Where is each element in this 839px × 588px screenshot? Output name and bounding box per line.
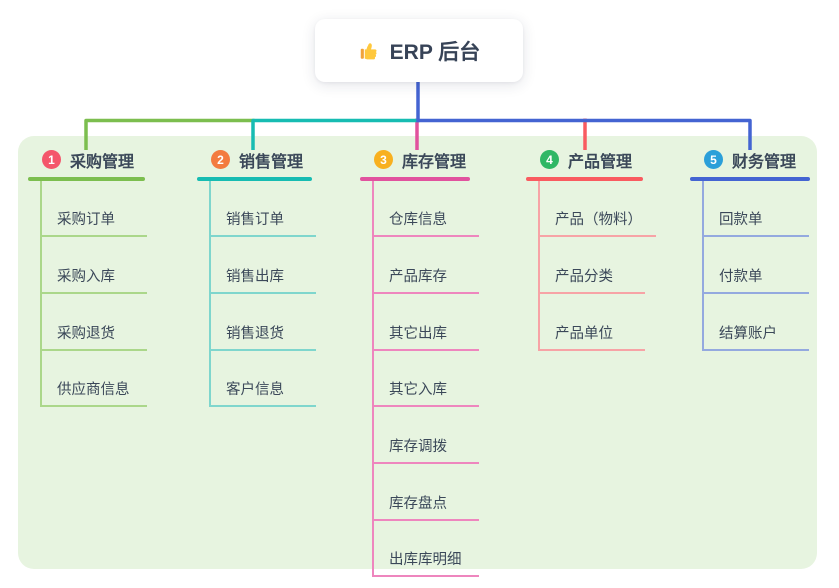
branch-item[interactable]: 库存盘点 bbox=[372, 464, 479, 521]
branch-item[interactable]: 采购退货 bbox=[40, 294, 147, 351]
branch-item[interactable]: 付款单 bbox=[702, 237, 809, 294]
branch-vertical-line bbox=[702, 180, 704, 351]
branch-item[interactable]: 客户信息 bbox=[209, 351, 316, 408]
branch-item[interactable]: 其它出库 bbox=[372, 294, 479, 351]
branch-item-label: 采购入库 bbox=[57, 268, 115, 285]
branch-header-5[interactable]: 5 财务管理 bbox=[690, 146, 810, 173]
branch-number-badge: 3 bbox=[374, 150, 393, 169]
branch-2: 2 销售管理销售订单销售出库销售退货客户信息 bbox=[197, 146, 316, 408]
branch-item[interactable]: 其它入库 bbox=[372, 351, 479, 408]
branch-5: 5 财务管理回款单付款单结算账户 bbox=[690, 146, 810, 351]
branch-item-label: 销售订单 bbox=[226, 212, 284, 229]
branch-item-label: 仓库信息 bbox=[389, 212, 447, 229]
branch-underline bbox=[526, 177, 643, 181]
branch-number-badge: 4 bbox=[540, 150, 559, 169]
branch-items: 采购订单采购入库采购退货供应商信息 bbox=[28, 180, 147, 408]
branch-item-label: 销售出库 bbox=[226, 268, 284, 285]
branch-item-label: 库存调拨 bbox=[389, 438, 447, 455]
branch-number-badge: 5 bbox=[704, 150, 723, 169]
background-panel bbox=[18, 136, 817, 569]
branch-item[interactable]: 产品（物料） bbox=[538, 181, 656, 238]
branch-item-label: 产品单位 bbox=[555, 325, 613, 342]
branch-item[interactable]: 出库库明细 bbox=[372, 521, 479, 578]
branch-vertical-line bbox=[372, 180, 374, 578]
branch-underline bbox=[690, 177, 810, 181]
branch-item-label: 产品（物料） bbox=[555, 212, 642, 229]
branch-item[interactable]: 仓库信息 bbox=[372, 181, 479, 238]
branch-number-badge: 1 bbox=[42, 150, 61, 169]
branch-1: 1 采购管理采购订单采购入库采购退货供应商信息 bbox=[28, 146, 147, 408]
branch-label: 库存管理 bbox=[402, 153, 467, 171]
branch-item[interactable]: 采购订单 bbox=[40, 181, 147, 238]
root-title: ERP 后台 bbox=[389, 40, 481, 64]
branch-item[interactable]: 销售订单 bbox=[209, 181, 316, 238]
branch-vertical-line bbox=[538, 180, 540, 351]
branch-item[interactable]: 销售退货 bbox=[209, 294, 316, 351]
branch-item-label: 付款单 bbox=[719, 268, 763, 285]
branch-vertical-line bbox=[40, 180, 42, 408]
branch-item-label: 采购订单 bbox=[57, 212, 115, 229]
branch-underline bbox=[197, 177, 312, 181]
thumbs-up-icon bbox=[360, 42, 377, 59]
branch-header-2[interactable]: 2 销售管理 bbox=[197, 146, 316, 173]
branch-items: 产品（物料） 产品分类产品单位 bbox=[526, 180, 656, 351]
branch-3: 3 库存管理仓库信息产品库存其它出库其它入库库存调拨库存盘点出库库明细 bbox=[360, 146, 479, 578]
branch-item-label: 回款单 bbox=[719, 212, 763, 229]
branch-items: 仓库信息产品库存其它出库其它入库库存调拨库存盘点出库库明细 bbox=[360, 180, 479, 578]
branch-items: 销售订单销售出库销售退货客户信息 bbox=[197, 180, 316, 408]
branch-vertical-line bbox=[209, 180, 211, 408]
branch-item[interactable]: 产品单位 bbox=[538, 294, 645, 351]
branch-underline bbox=[28, 177, 145, 181]
branch-item-label: 采购退货 bbox=[57, 325, 115, 342]
branch-label: 采购管理 bbox=[70, 153, 135, 171]
branch-number-badge: 2 bbox=[211, 150, 230, 169]
root-node-erp[interactable]: ERP 后台 bbox=[315, 19, 523, 82]
branch-4: 4 产品管理产品（物料） 产品分类产品单位 bbox=[526, 146, 656, 351]
branch-item-label: 客户信息 bbox=[226, 382, 284, 399]
branch-item-label: 供应商信息 bbox=[57, 382, 130, 399]
branch-item[interactable]: 供应商信息 bbox=[40, 351, 147, 408]
branch-item-label: 产品分类 bbox=[555, 268, 613, 285]
branch-item-label: 出库库明细 bbox=[389, 552, 462, 569]
branch-item-label: 其它出库 bbox=[389, 325, 447, 342]
branch-item-label: 结算账户 bbox=[719, 325, 777, 342]
branch-item[interactable]: 采购入库 bbox=[40, 237, 147, 294]
branch-header-4[interactable]: 4 产品管理 bbox=[526, 146, 656, 173]
branch-item-label: 其它入库 bbox=[389, 382, 447, 399]
branch-item[interactable]: 产品分类 bbox=[538, 237, 645, 294]
branch-item[interactable]: 回款单 bbox=[702, 181, 809, 238]
branch-item[interactable]: 销售出库 bbox=[209, 237, 316, 294]
branch-label: 财务管理 bbox=[732, 153, 797, 171]
branch-header-1[interactable]: 1 采购管理 bbox=[28, 146, 147, 173]
branch-label: 产品管理 bbox=[568, 153, 633, 171]
branch-underline bbox=[360, 177, 470, 181]
branch-item[interactable]: 库存调拨 bbox=[372, 407, 479, 464]
branch-header-3[interactable]: 3 库存管理 bbox=[360, 146, 479, 173]
branch-item-label: 产品库存 bbox=[389, 268, 447, 285]
branch-item[interactable]: 产品库存 bbox=[372, 237, 479, 294]
branch-item[interactable]: 结算账户 bbox=[702, 294, 809, 351]
branch-label: 销售管理 bbox=[239, 153, 304, 171]
branch-item-label: 库存盘点 bbox=[389, 495, 447, 512]
branch-items: 回款单付款单结算账户 bbox=[690, 180, 810, 351]
branch-item-label: 销售退货 bbox=[226, 325, 284, 342]
